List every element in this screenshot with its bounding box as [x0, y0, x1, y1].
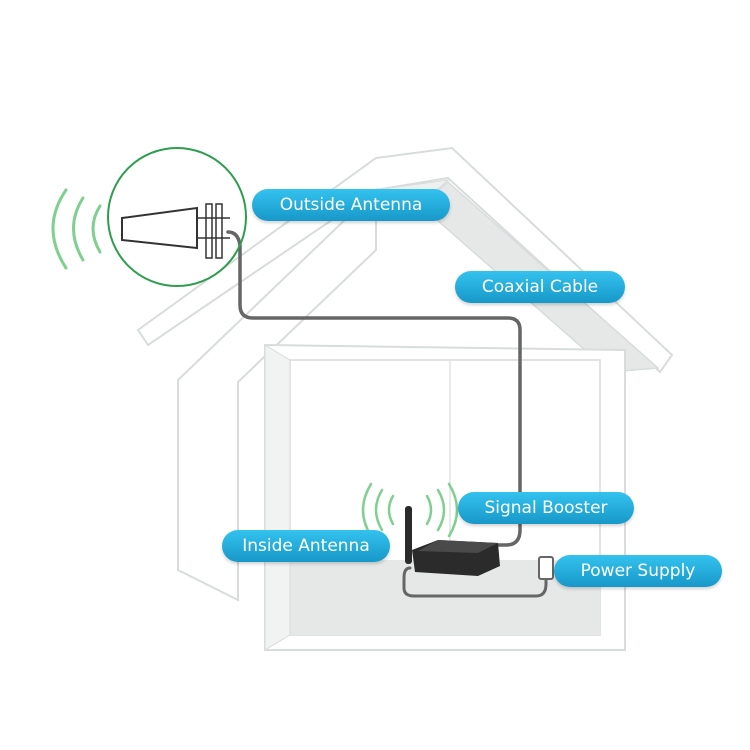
- power-cable: [402, 566, 548, 598]
- booster-top: [418, 540, 498, 553]
- wave-2: [72, 196, 85, 262]
- house-roof: [136, 146, 674, 374]
- inside-wave-right-1: [425, 494, 433, 526]
- outside-signal-waves: [51, 188, 102, 270]
- power-plug-icon: [538, 556, 554, 580]
- roof-outline: [136, 146, 674, 374]
- antenna-body: [121, 206, 198, 250]
- label-inside-antenna: Inside Antenna: [222, 530, 390, 562]
- label-coaxial-cable: Coaxial Cable: [455, 271, 625, 303]
- antenna-mast-left: [205, 203, 213, 259]
- antenna-highlight-circle: [107, 147, 247, 287]
- inside-antenna-rod: [405, 506, 412, 564]
- label-signal-booster: Signal Booster: [458, 492, 634, 524]
- inside-wave-right-2: [436, 488, 446, 532]
- inside-signal-waves: [361, 482, 459, 538]
- coaxial-cable-line: [226, 230, 522, 547]
- inside-wave-left-2: [374, 488, 384, 532]
- wave-3: [51, 188, 68, 270]
- side-shade: [264, 344, 291, 651]
- label-power-supply: Power Supply: [554, 555, 722, 587]
- outside-antenna-icon: [121, 203, 230, 259]
- label-outside-antenna: Outside Antenna: [252, 189, 450, 221]
- antenna-mast-right: [215, 203, 223, 259]
- inside-wave-left-1: [387, 494, 395, 526]
- signal-booster-device: [412, 540, 500, 576]
- wave-1: [91, 204, 102, 254]
- inside-wave-right-3: [447, 482, 459, 538]
